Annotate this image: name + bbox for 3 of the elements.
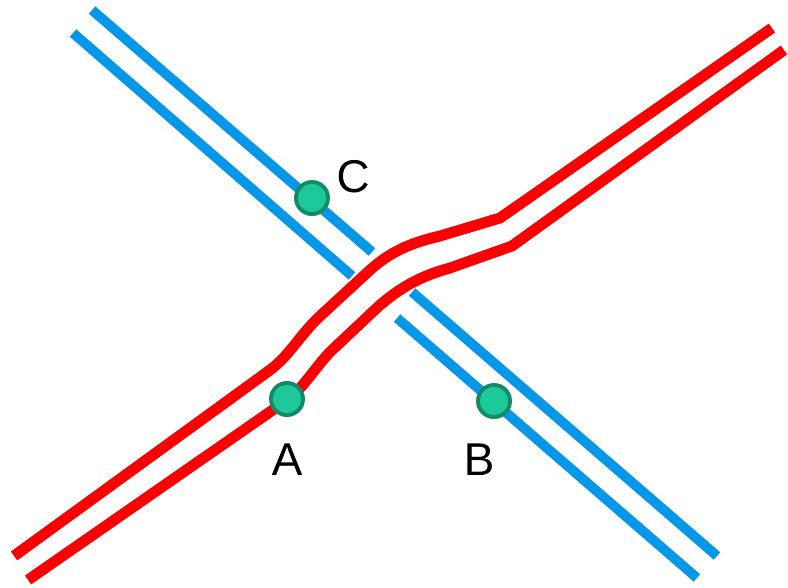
point-label: B [464, 436, 494, 482]
point-label: C [336, 153, 370, 199]
point-label: A [272, 436, 302, 482]
